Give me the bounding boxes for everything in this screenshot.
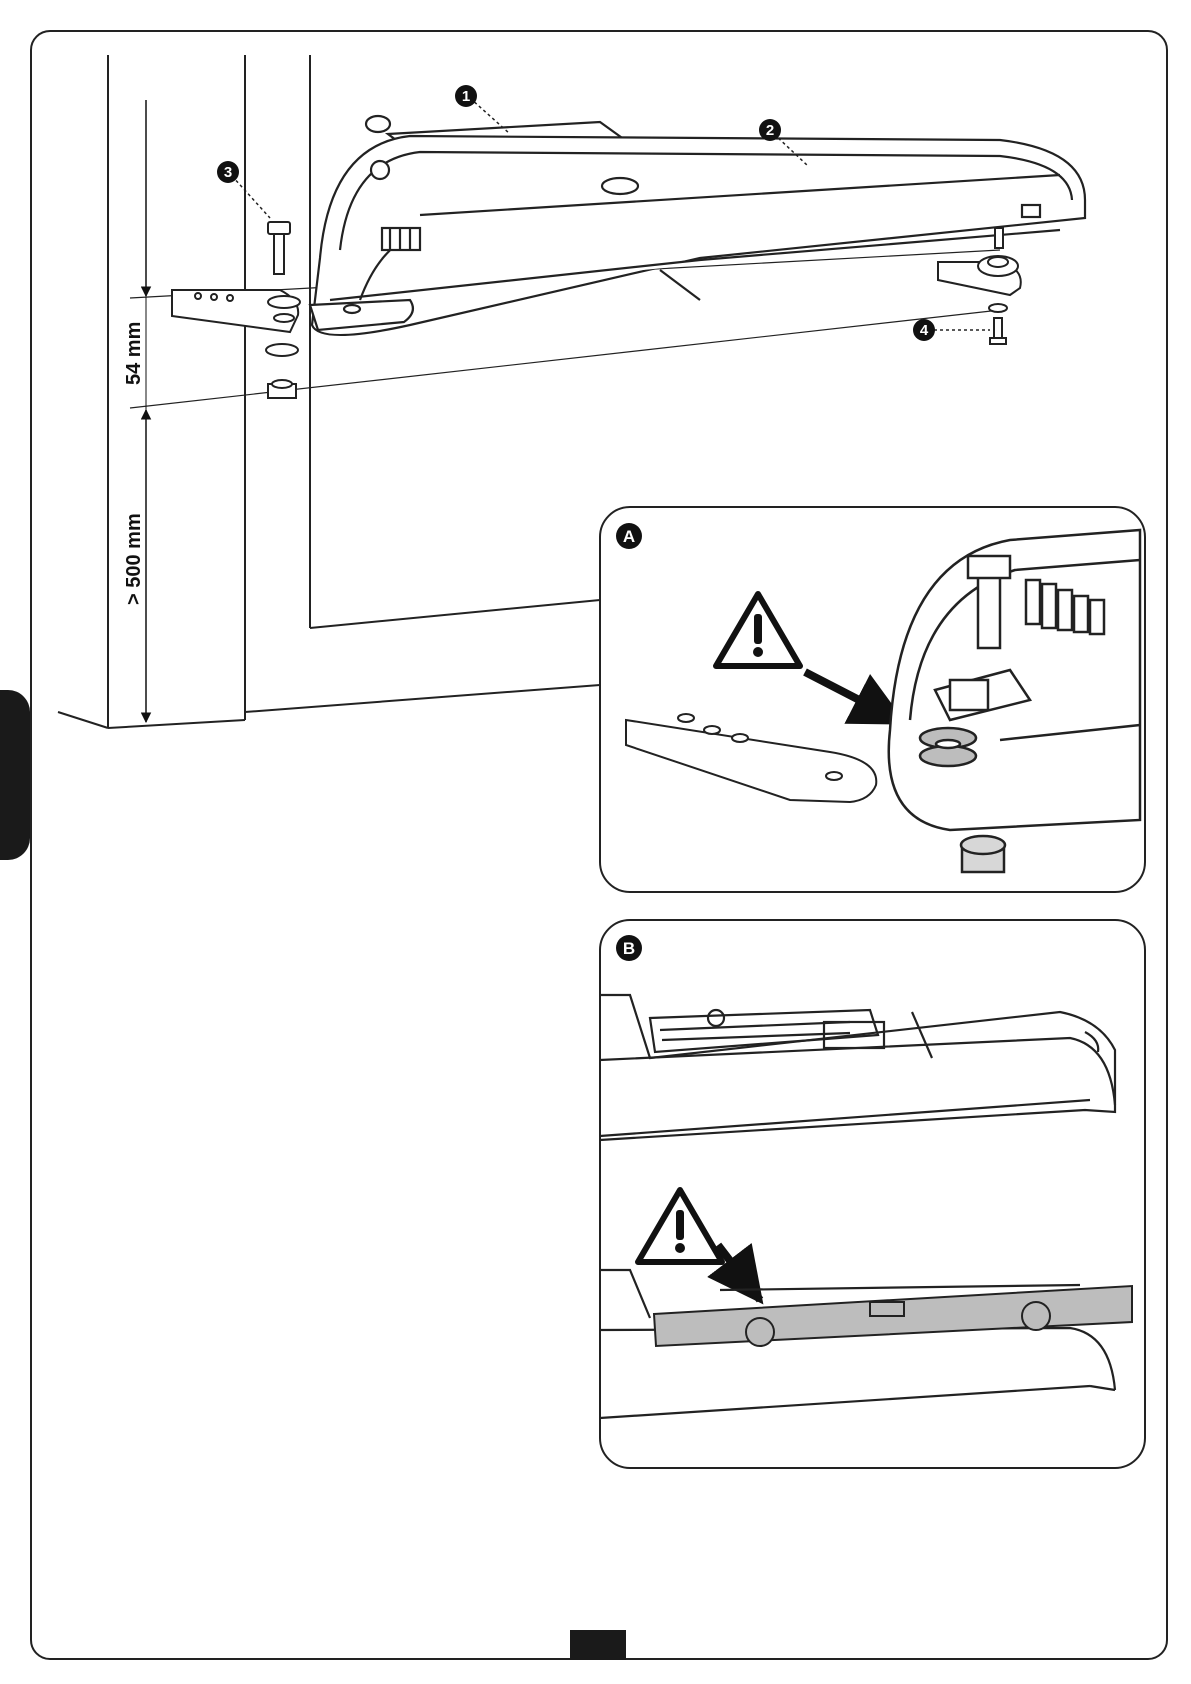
- callout-4: 4: [913, 319, 990, 341]
- operator-unit: [310, 116, 1085, 335]
- inset-b: B: [600, 920, 1145, 1468]
- svg-text:3: 3: [224, 164, 232, 181]
- inset-a: A: [600, 507, 1145, 892]
- svg-text:A: A: [623, 527, 635, 546]
- svg-text:B: B: [623, 939, 635, 958]
- svg-text:4: 4: [920, 322, 929, 339]
- callout-1: 1: [455, 85, 510, 134]
- leaf-bracket: [938, 228, 1021, 344]
- post-bracket: [172, 290, 300, 398]
- dimension-upper-label: 54 mm: [123, 322, 145, 385]
- bolt-3: [268, 222, 290, 274]
- dimension-lower-label: > 500 mm: [123, 513, 145, 605]
- svg-text:1: 1: [462, 88, 470, 105]
- svg-text:2: 2: [766, 122, 774, 139]
- callout-3: 3: [217, 161, 270, 218]
